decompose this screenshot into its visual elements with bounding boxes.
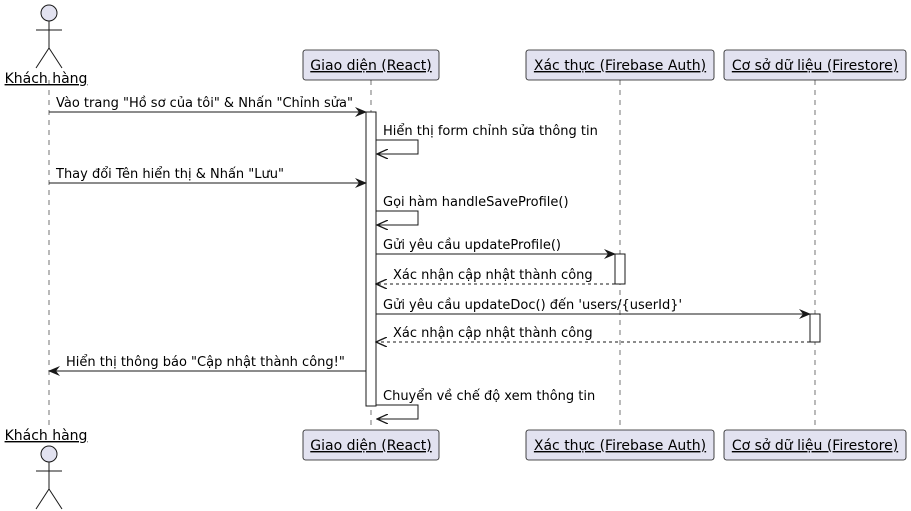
message-label-2: Hiển thị form chỉnh sửa thông tin: [383, 124, 598, 139]
participant-label: Xác thực (Firebase Auth): [534, 58, 706, 74]
message-2: Hiển thị form chỉnh sửa thông tin: [376, 124, 598, 154]
participant-ui-bottom: Giao diện (React): [302, 429, 440, 461]
message-8: Xác nhận cập nhật thành công: [376, 326, 810, 342]
actor-customer-top: Khách hàng: [5, 4, 88, 87]
participant-box: [302, 429, 440, 461]
message-label-8: Xác nhận cập nhật thành công: [393, 326, 593, 341]
participant-box: [525, 429, 715, 461]
stick-figure-icon: [35, 445, 63, 510]
message-7: Gửi yêu cầu updateDoc() đến 'users/{user…: [376, 298, 811, 319]
message-label-6: Xác nhận cập nhật thành công: [393, 268, 593, 283]
actor-label: Khách hàng: [5, 428, 88, 444]
message-arrow-4: [376, 210, 419, 225]
message-1: Vào trang "Hồ sơ của tôi" & Nhấn "Chỉnh …: [49, 96, 367, 117]
participant-box: [302, 49, 440, 81]
messages: Vào trang "Hồ sơ của tôi" & Nhấn "Chỉnh …: [48, 96, 811, 419]
participant-label: Xác thực (Firebase Auth): [534, 438, 706, 454]
message-label-9: Hiển thị thông báo "Cập nhật thành công!…: [66, 355, 345, 370]
participant-label: Cơ sở dữ liệu (Firestore): [732, 438, 898, 454]
message-label-5: Gửi yêu cầu updateProfile(): [383, 238, 561, 253]
actor-customer-bottom: Khách hàng: [5, 428, 88, 510]
message-arrow-10: [376, 404, 419, 419]
activation-bar-auth: [614, 253, 626, 285]
message-3: Thay đổi Tên hiển thị & Nhấn "Lưu": [49, 167, 367, 188]
activation-bar-db: [809, 313, 821, 343]
participant-db-top: Cơ sở dữ liệu (Firestore): [723, 49, 907, 81]
message-10: Chuyển về chế độ xem thông tin: [376, 389, 595, 419]
message-5: Gửi yêu cầu updateProfile(): [376, 238, 616, 259]
activation-bar-ui: [365, 111, 377, 407]
message-6: Xác nhận cập nhật thành công: [376, 268, 615, 284]
message-arrow-2: [376, 139, 419, 154]
participant-label: Giao diện (React): [310, 438, 431, 454]
message-9: Hiển thị thông báo "Cập nhật thành công!…: [48, 355, 366, 376]
message-label-3: Thay đổi Tên hiển thị & Nhấn "Lưu": [55, 167, 284, 182]
message-4: Gọi hàm handleSaveProfile(): [376, 195, 569, 225]
participant-label: Giao diện (React): [310, 58, 431, 74]
message-label-4: Gọi hàm handleSaveProfile(): [383, 195, 569, 210]
participant-auth-top: Xác thực (Firebase Auth): [525, 49, 715, 81]
stick-figure-icon: [35, 4, 63, 69]
participant-box: [723, 429, 907, 461]
message-label-10: Chuyển về chế độ xem thông tin: [383, 389, 595, 404]
participant-db-bottom: Cơ sở dữ liệu (Firestore): [723, 429, 907, 461]
activation-bars: [365, 111, 821, 407]
participant-box: [525, 49, 715, 81]
actor-label: Khách hàng: [5, 71, 88, 87]
participant-auth-bottom: Xác thực (Firebase Auth): [525, 429, 715, 461]
participant-ui-top: Giao diện (React): [302, 49, 440, 81]
participant-label: Cơ sở dữ liệu (Firestore): [732, 58, 898, 74]
message-label-1: Vào trang "Hồ sơ của tôi" & Nhấn "Chỉnh …: [56, 96, 353, 111]
message-label-7: Gửi yêu cầu updateDoc() đến 'users/{user…: [383, 298, 682, 313]
participant-box: [723, 49, 907, 81]
